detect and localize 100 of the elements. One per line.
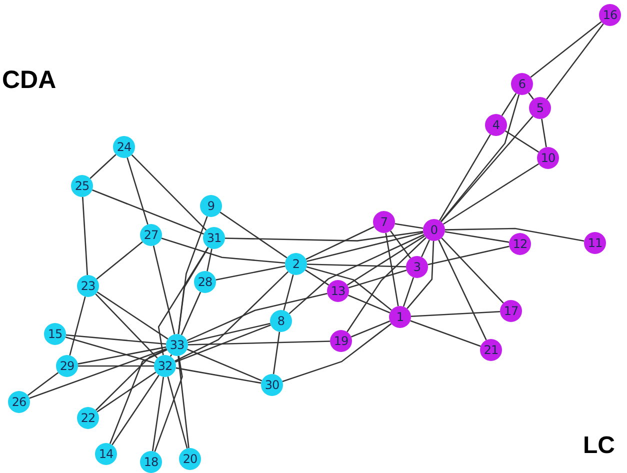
edge-line <box>350 320 390 338</box>
graph-node-circle <box>423 219 445 241</box>
edge-line <box>348 294 390 314</box>
node-number: 20 <box>182 452 198 466</box>
node-number: 6 <box>518 77 526 91</box>
node-number: 29 <box>60 359 74 373</box>
graph-node-circle <box>584 232 606 254</box>
edge-line <box>178 356 190 448</box>
edge-line <box>154 356 183 452</box>
edge-line <box>439 134 491 221</box>
edge-line <box>180 292 202 336</box>
graph-node-circle <box>200 195 222 217</box>
node-number: 33 <box>170 338 184 352</box>
edge-line <box>152 376 164 452</box>
node-number: 3 <box>413 260 421 274</box>
edge-line <box>546 23 604 100</box>
edge-line <box>304 269 330 286</box>
node-number: 1 <box>396 310 404 324</box>
edge-line <box>178 216 208 334</box>
edge-line <box>402 277 414 307</box>
graph-node-circle <box>485 114 507 136</box>
edge-line <box>96 372 156 412</box>
graph-node-circle <box>261 374 283 396</box>
graph-node-circle <box>140 224 162 246</box>
edge-line <box>188 340 330 346</box>
graph-node-circle <box>599 4 621 26</box>
node-number: 28 <box>198 275 212 289</box>
edge-line <box>78 346 166 365</box>
edge-line <box>131 154 207 231</box>
graph-node-circle <box>71 175 93 197</box>
edge-line <box>158 247 209 356</box>
node-number: 4 <box>492 118 500 132</box>
edge-line <box>78 365 154 367</box>
node-number: 13 <box>330 284 346 298</box>
graph-node-circle <box>44 323 66 345</box>
node-number: 32 <box>158 359 172 373</box>
edge-line <box>90 154 116 179</box>
edge-line <box>441 238 504 304</box>
node-number: 5 <box>536 101 544 115</box>
node-number: 14 <box>98 447 114 461</box>
node-number: 23 <box>80 279 96 293</box>
node-number: 7 <box>380 215 388 229</box>
edge-line <box>282 323 392 382</box>
edge-line <box>186 292 328 342</box>
edge-line <box>394 223 424 229</box>
graph-node-circle <box>166 334 188 356</box>
edge-line <box>174 271 289 362</box>
node-number: 25 <box>74 179 90 193</box>
edge-line <box>96 241 143 280</box>
node-number: 30 <box>264 378 280 392</box>
edge-line <box>306 232 424 262</box>
edge-line <box>406 240 434 310</box>
graph-node-circle <box>203 227 225 249</box>
edge-line <box>188 322 270 344</box>
node-number: 27 <box>144 228 158 242</box>
edge-line <box>390 230 412 259</box>
node-number: 2 <box>292 257 300 271</box>
node-number: 22 <box>80 411 96 425</box>
edge-line <box>504 130 540 153</box>
graph-node-circle <box>529 97 551 119</box>
edge-line <box>530 21 602 78</box>
edge-line <box>440 94 520 222</box>
edge-line <box>29 348 167 399</box>
edge-line <box>348 270 407 288</box>
node-number: 31 <box>206 231 222 245</box>
edge-line <box>288 234 424 314</box>
node-number: 26 <box>12 395 26 409</box>
edge-line <box>444 231 510 243</box>
edge-line <box>220 212 288 258</box>
edge-line <box>541 118 547 148</box>
edge-line <box>528 92 534 100</box>
node-number: 0 <box>430 223 438 237</box>
edge-line <box>421 240 430 258</box>
graph-node-circle <box>389 306 411 328</box>
edge-line <box>170 354 172 357</box>
edge-line <box>283 274 294 311</box>
graph-node-circle <box>113 136 135 158</box>
node-number: 18 <box>144 455 158 469</box>
edge-line <box>501 92 517 116</box>
node-number: 11 <box>588 236 602 250</box>
edge-line <box>186 348 262 382</box>
graph-node-circle <box>511 73 533 95</box>
edge-line <box>82 196 88 276</box>
graph-node-circle <box>480 339 502 361</box>
edge-line <box>306 226 374 260</box>
edge-line <box>442 163 540 225</box>
graph-node-circle <box>406 256 428 278</box>
graph-node-circle <box>140 451 162 473</box>
edge-line <box>224 230 424 242</box>
graph-node-circle <box>77 407 99 429</box>
node-number: 21 <box>484 343 498 357</box>
edge-line <box>216 266 286 280</box>
edge-line <box>444 228 584 242</box>
node-number: 19 <box>334 334 348 348</box>
graph-node-circle <box>285 253 307 275</box>
graph-node-circle <box>509 233 531 255</box>
edge-line <box>95 293 158 359</box>
edge-line <box>438 240 487 340</box>
edge-line <box>112 374 160 446</box>
node-number: 24 <box>116 140 132 154</box>
